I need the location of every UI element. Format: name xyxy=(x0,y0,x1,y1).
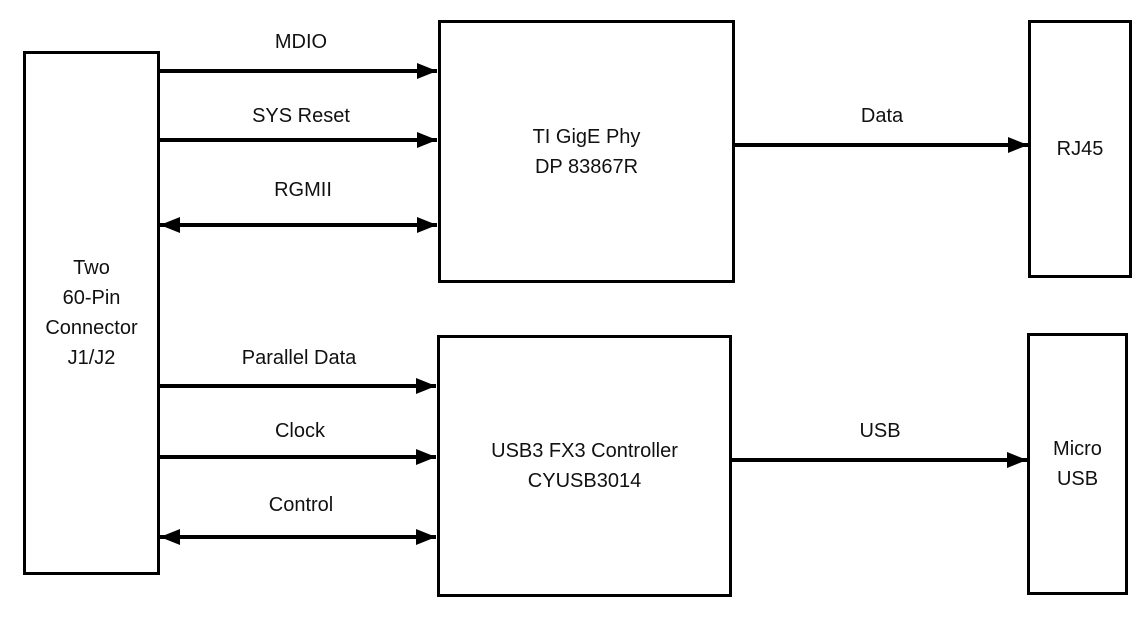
node-label-line: DP 83867R xyxy=(534,155,639,178)
node-label-line: Two xyxy=(73,257,110,279)
node-label-line: 60-Pin xyxy=(62,287,121,309)
node-label-line: RJ45 xyxy=(1056,138,1104,160)
node-label-line: Micro xyxy=(1053,438,1102,460)
edge-label-rgmii: RGMII xyxy=(274,179,332,201)
node-label-line: USB xyxy=(1056,468,1099,490)
edge-label-usb: USB xyxy=(859,420,901,442)
edge-label-data: Data xyxy=(860,105,904,127)
node-label-line: CYUSB3014 xyxy=(527,470,642,492)
edge-label-clock: Clock xyxy=(274,420,326,442)
node-label-line: TI GigE Phy xyxy=(532,125,641,148)
node-label-line: Connector xyxy=(45,317,138,339)
node-ti-gige-phy: TI GigE Phy DP 83867R xyxy=(438,20,735,283)
edge-label-mdio: MDIO xyxy=(274,31,328,53)
edge-label-control: Control xyxy=(268,494,334,516)
node-label-line: USB3 FX3 Controller xyxy=(491,440,678,462)
node-micro-usb: Micro USB xyxy=(1027,333,1128,595)
node-connector-j1-j2: Two 60-Pin Connector J1/J2 xyxy=(23,51,160,575)
node-rj45: RJ45 xyxy=(1028,20,1132,278)
edge-label-parallel-data: Parallel Data xyxy=(241,347,357,369)
edge-label-sys-reset: SYS Reset xyxy=(252,105,350,127)
node-label-line: J1/J2 xyxy=(67,347,116,369)
node-usb3-fx3-controller: USB3 FX3 Controller CYUSB3014 xyxy=(437,335,732,597)
